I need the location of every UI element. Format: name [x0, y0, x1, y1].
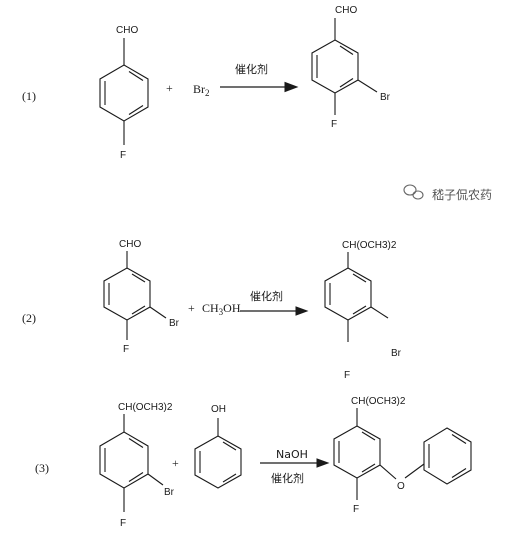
- reaction-2: (2) CHO Br F + CH3OH 催化剂: [22, 239, 402, 381]
- reaction-2-product-br: Br: [391, 348, 402, 359]
- wechat-icon: [403, 184, 424, 200]
- reaction-3-product-f: F: [353, 504, 359, 515]
- reaction-1-reactant: [99, 38, 149, 145]
- reaction-3-reactant-acetal: CH(OCH3)2: [118, 402, 173, 413]
- reaction-3-product-acetal: CH(OCH3)2: [351, 396, 406, 407]
- reaction-2-reagent: CH3OH: [202, 301, 241, 317]
- reaction-3-reactant-f: F: [120, 518, 126, 529]
- watermark-text: 嵇子侃农药: [432, 187, 492, 202]
- reaction-2-reactant-f: F: [123, 344, 129, 355]
- reaction-3-arrow: [260, 458, 330, 468]
- reaction-1-reagent: Br2: [193, 82, 210, 98]
- reaction-1: (1) CHO F + Br2 催化剂 CHO: [22, 5, 391, 161]
- reaction-2-arrow: [240, 306, 309, 316]
- reaction-1-reactant-cho: CHO: [116, 25, 138, 36]
- reaction-3: (3) CH(OCH3)2 Br F + OH NaOH 催: [35, 396, 472, 529]
- reaction-3-condition-top: NaOH: [276, 448, 308, 461]
- reaction-1-product-br: Br: [380, 92, 391, 103]
- reaction-1-product-f: F: [331, 119, 337, 130]
- reaction-1-reactant-f: F: [120, 150, 126, 161]
- reaction-3-product: [333, 408, 472, 500]
- reaction-2-label: (2): [22, 311, 36, 325]
- reaction-3-label: (3): [35, 461, 49, 475]
- reaction-1-product-cho: CHO: [335, 5, 357, 16]
- reaction-2-product: [324, 252, 389, 342]
- reaction-3-reactant: [99, 414, 164, 512]
- reaction-2-product-f: F: [344, 370, 350, 381]
- reaction-3-condition-bottom: 催化剂: [271, 471, 304, 485]
- reaction-3-phenol-oh: OH: [211, 404, 226, 415]
- reaction-2-reactant: [103, 251, 167, 340]
- reaction-3-reactant-br: Br: [164, 487, 175, 498]
- reaction-3-plus: +: [172, 456, 179, 470]
- reaction-1-label: (1): [22, 89, 36, 103]
- reaction-2-reactant-cho: CHO: [119, 239, 141, 250]
- reaction-2-reactant-br: Br: [169, 318, 180, 329]
- reaction-3-product-ether-o: O: [397, 481, 405, 492]
- reaction-1-product: [311, 18, 378, 115]
- reaction-2-product-acetal: CH(OCH3)2: [342, 240, 397, 251]
- reaction-1-plus: +: [166, 81, 173, 95]
- reaction-1-condition: 催化剂: [235, 62, 268, 76]
- reaction-2-condition: 催化剂: [250, 289, 283, 303]
- watermark: 嵇子侃农药: [403, 184, 492, 202]
- reaction-1-arrow: [220, 81, 299, 93]
- reaction-2-plus: +: [188, 301, 195, 315]
- reaction-3-phenol: [194, 418, 242, 489]
